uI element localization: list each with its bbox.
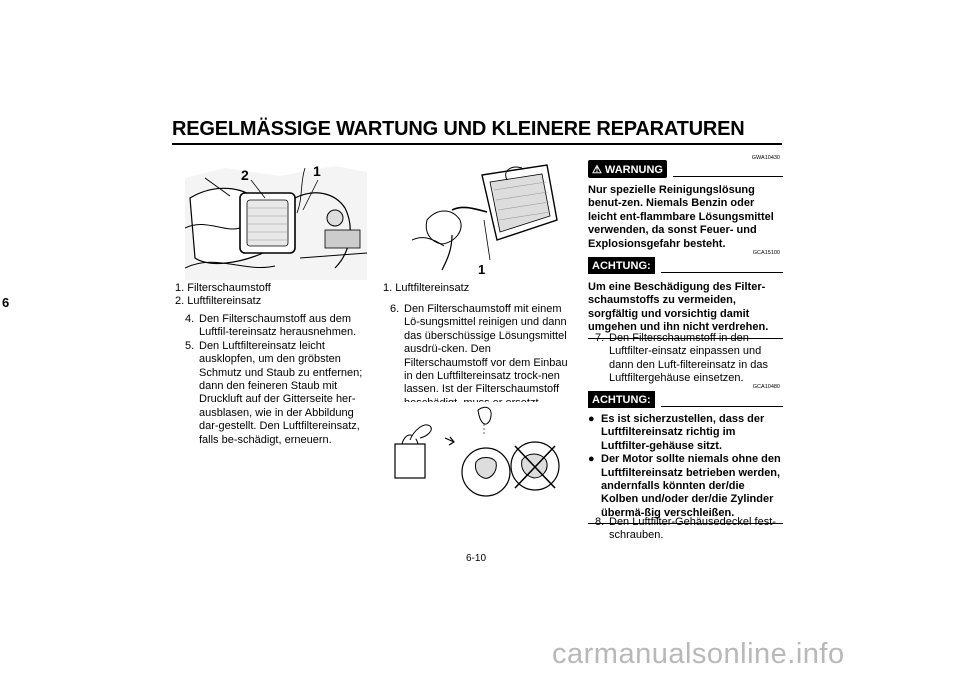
- figure2-legend: 1. Luftfiltereinsatz: [383, 282, 469, 295]
- step-7: 7.Den Filterschaumstoff in den Luftfilte…: [595, 332, 781, 386]
- divider: [588, 337, 783, 339]
- warning-box: ⚠ WARNUNG Nur spezielle Reinigungslösung…: [588, 160, 783, 251]
- caution1-box: ACHTUNG: Um eine Beschädigung des Filter…: [588, 257, 783, 339]
- step-8: 8.Den Luftfilter-Gehäusedeckel fest-schr…: [595, 516, 781, 543]
- figure1-callout-1: 1: [313, 163, 321, 179]
- legend-item: 1. Filterschaumstoff: [175, 282, 271, 294]
- figure-filter-element-compressed-air: 1: [412, 160, 562, 280]
- caution2-code: GCA10480: [752, 384, 780, 390]
- list-item: ●Es ist sicherzustellen, dass der Luftfi…: [588, 413, 765, 452]
- list-item: 7.Den Filterschaumstoff in den Luftfilte…: [595, 332, 768, 385]
- watermark: carmanualsonline.info: [552, 638, 845, 670]
- chapter-tab: 6: [2, 295, 10, 310]
- bullet-icon: ●: [588, 413, 595, 425]
- figure-air-filter-housing: 2 1: [185, 158, 367, 280]
- figure1-callout-2: 2: [241, 167, 249, 183]
- legend-item: 1. Luftfiltereinsatz: [383, 282, 470, 294]
- warning-badge: ⚠ WARNUNG: [588, 160, 667, 178]
- steps-4-5: 4.Den Filterschaumstoff aus dem Luftfil-…: [185, 313, 375, 447]
- bullet-icon: ●: [588, 453, 595, 466]
- list-item: 4.Den Filterschaumstoff aus dem Luftfil-…: [185, 313, 357, 339]
- list-item: 6.Den Filterschaumstoff mit einem Lö-sun…: [390, 303, 568, 423]
- figure-squeeze-foam: [390, 402, 560, 502]
- title-rule: [172, 143, 782, 145]
- list-item: 5.Den Luftfiltereinsatz leicht ausklopfe…: [185, 339, 363, 446]
- warning-icon: ⚠: [592, 164, 605, 176]
- figure2-callout-1: 1: [478, 262, 485, 277]
- page-title: REGELMÄSSIGE WARTUNG UND KLEINERE REPARA…: [172, 118, 745, 140]
- divider: [660, 406, 783, 407]
- caution1-badge: ACHTUNG:: [588, 257, 655, 274]
- divider: [588, 523, 783, 525]
- list-item: 8.Den Luftfilter-Gehäusedeckel fest-schr…: [595, 516, 776, 542]
- caution2-box: ACHTUNG: ●Es ist sicherzustellen, dass d…: [588, 391, 783, 525]
- caution2-list: ●Es ist sicherzustellen, dass der Luftfi…: [588, 413, 783, 520]
- caution1-text: Um eine Beschädigung des Filter-schaumst…: [588, 281, 769, 334]
- caution1-code: GCA15100: [752, 250, 780, 256]
- step-6: 6.Den Filterschaumstoff mit einem Lö-sun…: [390, 303, 572, 424]
- legend-item: 2. Luftfiltereinsatz: [175, 295, 262, 307]
- figure1-legend: 1. Filterschaumstoff 2. Luftfiltereinsat…: [175, 282, 271, 308]
- page-number: 6-10: [466, 553, 487, 564]
- divider: [672, 176, 783, 177]
- divider: [660, 272, 783, 273]
- warning-code: GWA10430: [751, 155, 780, 161]
- list-item: ●Der Motor sollte niemals ohne den Luftf…: [588, 453, 781, 519]
- warning-text: Nur spezielle Reinigungslösung benut-zen…: [588, 184, 774, 250]
- caution2-badge: ACHTUNG:: [588, 391, 655, 408]
